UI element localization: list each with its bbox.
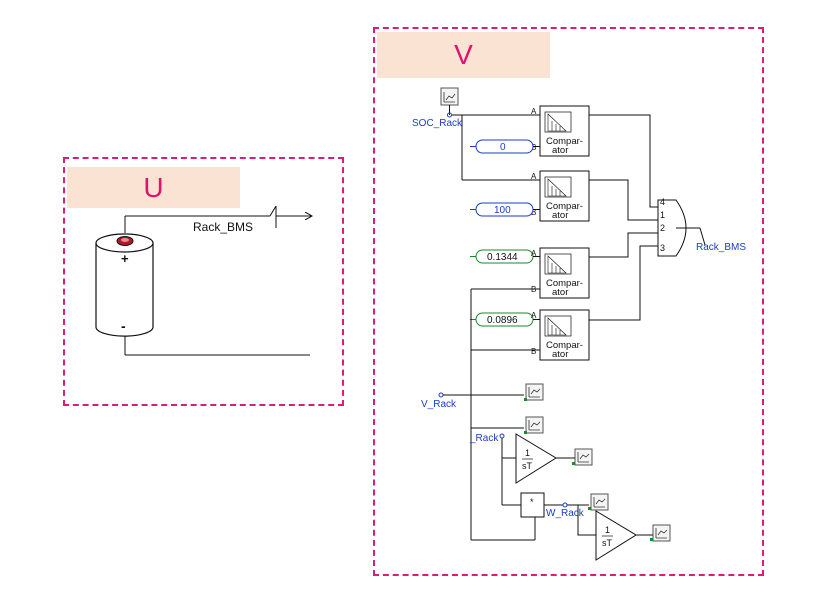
panel-v-tag: V [377,32,550,78]
comparator-2-port-b: B [531,208,536,217]
or-input-4: 4 [660,197,665,207]
or-output-label: Rack_BMS [696,242,746,253]
v-rack-scope-icon[interactable] [524,383,544,401]
comparator-3-port-a: A [531,249,537,258]
panel-u-frame [63,157,344,406]
integrator-2-num: 1 [605,525,610,535]
rack-bms-breaker[interactable] [269,205,312,228]
comparator-4[interactable] [539,309,590,361]
battery-symbol[interactable] [95,215,310,356]
integrator-2[interactable] [595,510,648,561]
comparator-4-port-a: A [531,311,537,320]
battery-output-label: Rack_BMS [193,220,253,234]
constant-0-1344-block[interactable] [470,249,540,264]
comparator-2-label-1: Compar- [546,201,583,212]
comparator-1-label-1: Compar- [546,136,583,147]
multiplier-symbol: * [530,497,534,507]
constant-0-label: 0 [500,142,506,153]
integrator-1-num: 1 [525,448,530,458]
panel-v-frame [373,27,764,576]
comparator-4-label-2: ator [552,349,568,360]
integrator-1[interactable] [515,433,568,484]
soc-signal-label: SOC_Rack [412,118,463,129]
constant-0-0896-block[interactable] [470,312,540,327]
constant-0-1344-label: 0.1344 [487,252,518,263]
constant-100-label: 100 [494,205,511,216]
panel-u-tag: U [67,167,240,208]
constant-0-0896-label: 0.0896 [487,315,518,326]
battery-minus-sign: - [121,318,126,334]
w-rack-scope-icon[interactable] [588,493,609,511]
integrator-2-den: sT [602,538,613,548]
comparator-1[interactable] [539,105,590,157]
multiplier-block[interactable] [520,492,563,518]
or-input-3: 3 [660,243,665,253]
battery-plus-sign: + [121,251,129,266]
comparator-3[interactable] [539,247,590,299]
or-gate[interactable] [657,199,706,257]
comparator-3-label-2: ator [552,287,568,298]
i-rack-label: _Rack [469,433,499,444]
soc-probe-icon[interactable] [440,87,459,115]
comparator-2-label-2: ator [552,210,568,221]
comparator-2[interactable] [539,170,590,222]
or-input-1: 1 [660,210,665,220]
comparator-1-port-a: A [531,107,537,116]
w-rack-label: W_Rack [546,508,585,519]
v-rack-label: V_Rack [421,399,457,410]
or-input-2: 2 [660,223,665,233]
comparator-3-label-1: Compar- [546,278,583,289]
comparator-1-label-2: ator [552,145,568,156]
integrator-2-scope-icon[interactable] [648,524,671,542]
comparator-4-port-b: B [531,347,536,356]
or-gate-wiring [589,114,658,321]
comparator-1-port-b: B [531,143,536,152]
integrator-1-scope-icon[interactable] [568,448,593,466]
integrator-1-den: sT [522,461,533,471]
comparator-4-label-1: Compar- [546,340,583,351]
constant-100-block[interactable] [470,202,540,217]
constant-0-block[interactable] [470,139,540,154]
comparator-2-port-a: A [531,172,537,181]
i-rack-scope-icon[interactable] [524,416,544,434]
